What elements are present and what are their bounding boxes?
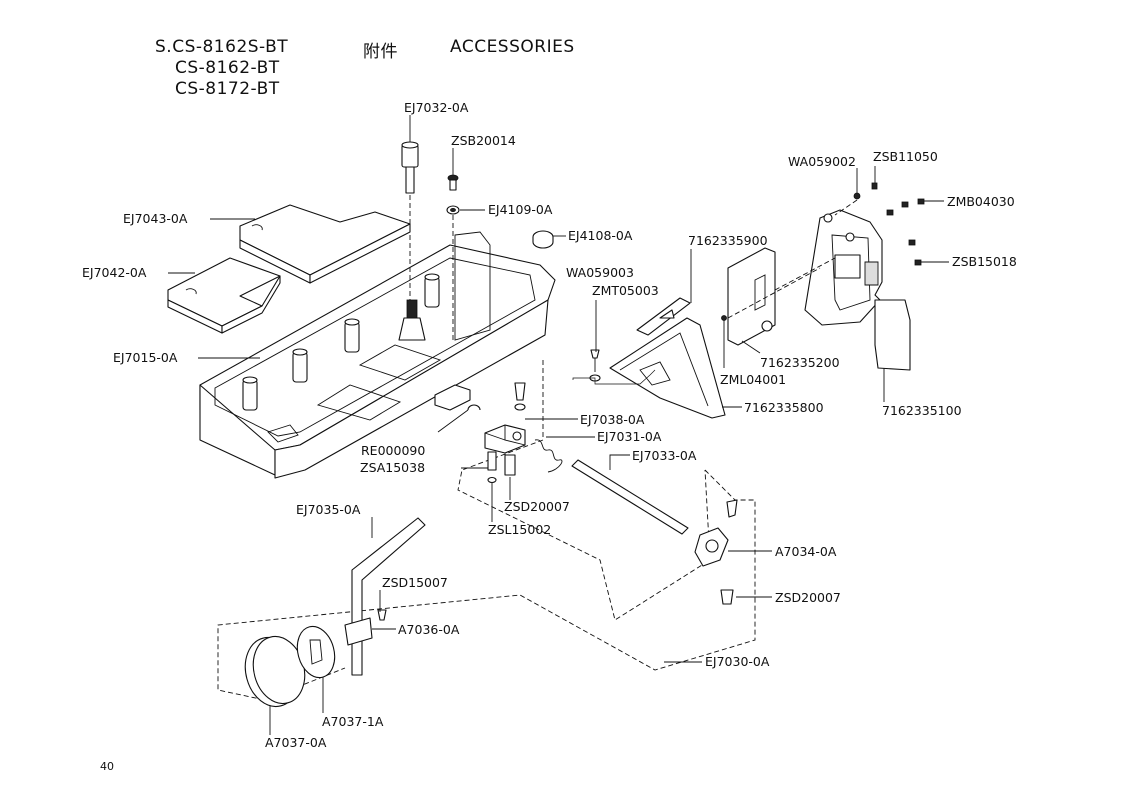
guard-7162335800-drawing xyxy=(609,317,726,419)
label-7162335800: 7162335800 xyxy=(744,400,824,415)
ej4108-cap-drawing xyxy=(532,230,554,249)
label-zsb15018: ZSB15018 xyxy=(952,254,1017,269)
label-ej7042: EJ7042-0A xyxy=(82,265,147,280)
label-a7034: A7034-0A xyxy=(775,544,837,559)
ej7043-pad-drawing xyxy=(239,204,411,284)
label-zmb04030: ZMB04030 xyxy=(947,194,1015,209)
ej7038-block-drawing xyxy=(467,382,526,484)
label-ej7015: EJ7015-0A xyxy=(113,350,178,365)
label-ej7038: EJ7038-0A xyxy=(580,412,645,427)
model-line-3: CS-8172-BT xyxy=(175,79,280,99)
label-wa059002: WA059002 xyxy=(788,154,856,169)
title-chinese: 附件 xyxy=(363,42,398,62)
label-re000090: RE000090 xyxy=(361,443,425,458)
ej7031-spring-drawing xyxy=(534,439,563,473)
zsb20014-screw-drawing xyxy=(446,174,460,340)
label-zsb20014: ZSB20014 xyxy=(451,133,516,148)
label-ej7032: EJ7032-0A xyxy=(404,100,469,115)
part-labels: EJ7032-0A ZSB20014 EJ4109-0A EJ4108-0A E… xyxy=(82,100,1017,750)
label-7162335100: 7162335100 xyxy=(882,403,962,418)
label-zml04001: ZML04001 xyxy=(720,372,786,387)
accessory-box-drawing xyxy=(199,231,556,479)
a7034-collar-drawing xyxy=(694,499,738,605)
ej7033-shaft-drawing xyxy=(571,459,689,535)
a7037-disc-drawing xyxy=(244,625,336,708)
label-ej4109: EJ4109-0A xyxy=(488,202,553,217)
label-zsd20007-a: ZSD20007 xyxy=(504,499,570,514)
belt-cover-drawing xyxy=(804,209,911,371)
label-zsd15007: ZSD15007 xyxy=(382,575,448,590)
small-screws-drawing xyxy=(721,182,925,321)
label-zsd20007-b: ZSD20007 xyxy=(775,590,841,605)
label-zmt05003: ZMT05003 xyxy=(592,283,659,298)
leader-lines xyxy=(168,115,949,735)
label-7162335900: 7162335900 xyxy=(688,233,768,248)
cover-plate-7162335200-drawing xyxy=(727,247,836,346)
label-zsb11050: ZSB11050 xyxy=(873,149,938,164)
model-line-1: S.CS-8162S-BT xyxy=(155,37,289,57)
label-ej7031: EJ7031-0A xyxy=(597,429,662,444)
ej7032-pin-drawing xyxy=(401,141,419,300)
ej7035-rod-drawing xyxy=(344,517,426,676)
label-7162335200: 7162335200 xyxy=(760,355,840,370)
label-ej7043: EJ7043-0A xyxy=(123,211,188,226)
model-line-2: CS-8162-BT xyxy=(175,58,280,78)
page-number: 40 xyxy=(100,760,114,773)
label-ej4108: EJ4108-0A xyxy=(568,228,633,243)
label-wa059003: WA059003 xyxy=(566,265,634,280)
bracket-7162335900-drawing xyxy=(636,297,691,336)
label-zsa15038: ZSA15038 xyxy=(360,460,425,475)
title-english: ACCESSORIES xyxy=(450,37,575,57)
label-a7036: A7036-0A xyxy=(398,622,460,637)
label-zsl15002: ZSL15002 xyxy=(488,522,551,537)
label-ej7030: EJ7030-0A xyxy=(705,654,770,669)
assembly-dashed-outline-upper xyxy=(217,360,756,701)
label-a7037-0a: A7037-0A xyxy=(265,735,327,750)
label-ej7033: EJ7033-0A xyxy=(632,448,697,463)
label-a7037-1a: A7037-1A xyxy=(322,714,384,729)
label-ej7035: EJ7035-0A xyxy=(296,502,361,517)
ej7042-pad-drawing xyxy=(167,257,281,334)
